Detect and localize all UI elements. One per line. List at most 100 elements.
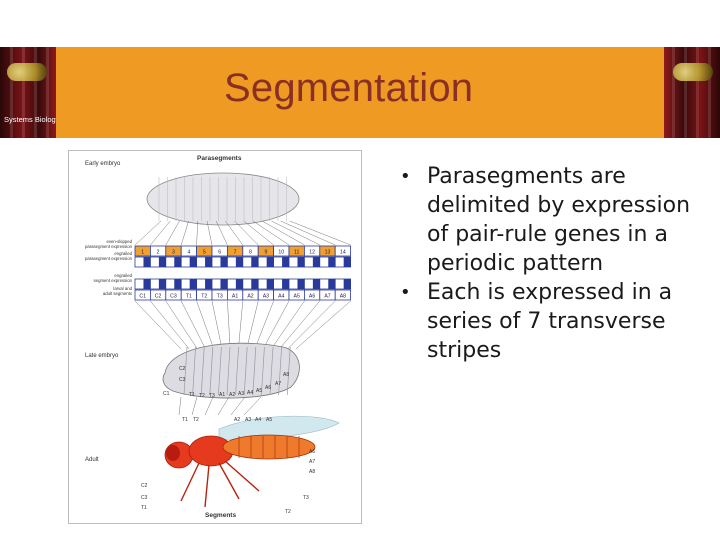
- row-cell-label: 7: [234, 250, 237, 256]
- row-cell-label: 6: [218, 250, 221, 256]
- mapping-line: [211, 300, 223, 350]
- row-label-line: adult segments: [103, 291, 132, 296]
- row-cell-label: A7: [324, 294, 330, 300]
- larva-segment-label: A8: [283, 372, 289, 378]
- row-cell-label: C1: [139, 294, 146, 300]
- adult-segment-label: A8: [309, 469, 315, 475]
- adult-segment-label: C3: [141, 495, 148, 501]
- mapping-line: [271, 300, 305, 350]
- engrailed-stripe: [297, 279, 305, 289]
- mapping-line: [178, 396, 182, 416]
- dna-logo-icon: [673, 63, 713, 81]
- row-cell-label: 14: [340, 250, 346, 256]
- mapping-line: [238, 300, 244, 350]
- row-cell-label: 5: [203, 250, 206, 256]
- mapping-line: [165, 220, 180, 246]
- engrailed-stripe: [220, 279, 228, 289]
- fly-abdomen: [222, 434, 316, 460]
- stage-label: Early embryo: [85, 161, 121, 167]
- larva-segment-line: [252, 346, 257, 396]
- row-cell-label: T3: [217, 294, 223, 300]
- engrailed-stripe: [282, 257, 289, 267]
- mapping-line: [150, 300, 190, 350]
- larva-segment-line: [200, 346, 205, 396]
- row-cell-label: 8: [249, 250, 252, 256]
- engrailed-stripe: [266, 257, 274, 267]
- engrailed-stripe: [189, 257, 197, 267]
- dna-logo-icon: [7, 63, 47, 81]
- row-cell-label: A5: [294, 294, 300, 300]
- title-banner: [0, 47, 720, 138]
- mapping-line: [246, 300, 259, 350]
- larva-segment-label: A6: [265, 385, 271, 391]
- mapping-line: [134, 300, 182, 350]
- larva-segment-label: A7: [275, 381, 281, 387]
- larva-segment-line: [261, 346, 265, 396]
- engrailed-stripe: [158, 279, 166, 289]
- bullet-item: • Each is expressed in a series of 7 tra…: [396, 278, 716, 365]
- mapping-line: [134, 220, 162, 246]
- row-cell-label: 9: [264, 250, 267, 256]
- fly-leg: [204, 464, 210, 508]
- adult-segment-label: T2: [193, 417, 199, 423]
- mapping-line: [225, 220, 243, 246]
- engrailed-stripe: [297, 257, 305, 267]
- larva-segment-line: [183, 346, 188, 396]
- adult-segment-label: A5: [266, 417, 272, 423]
- row-cell-label: C3: [170, 294, 177, 300]
- row-label-line: engrailed: [114, 251, 132, 256]
- larva-segment-label: A1: [219, 392, 225, 398]
- larva-segment-label: A4: [247, 390, 253, 396]
- row-cell-label: 11: [294, 250, 299, 256]
- larva-segment-label: C3: [179, 377, 186, 383]
- mapping-line: [227, 300, 231, 350]
- engrailed-stripe: [174, 279, 182, 289]
- engrailed-stripe: [328, 257, 336, 267]
- bullet-dot-icon: •: [400, 282, 411, 303]
- mapping-line: [215, 220, 228, 246]
- mapping-line: [287, 300, 336, 350]
- engrailed-stripe: [312, 279, 320, 289]
- mapping-line: [279, 300, 320, 350]
- mapping-line: [196, 300, 215, 350]
- bullet-text: Parasegments are delimited by expression…: [427, 164, 691, 276]
- bullet-item: • Parasegments are delimited by expressi…: [396, 162, 716, 278]
- mapping-line: [295, 300, 351, 350]
- adult-segment-label: T1: [141, 505, 147, 511]
- mapping-line: [191, 396, 198, 416]
- eve-cell: [334, 245, 352, 257]
- row-cell-label: 2: [157, 250, 160, 256]
- row-label-line: segment expression: [94, 278, 133, 283]
- larva-segment-line: [243, 346, 248, 396]
- larva-segment-line: [278, 346, 282, 396]
- fly-leg: [180, 462, 200, 502]
- larva-segment-line: [192, 346, 196, 396]
- engrailed-stripe: [143, 257, 151, 267]
- row-label-line: engrailed: [114, 273, 132, 278]
- mapping-line: [262, 300, 290, 350]
- fly-leg: [218, 462, 240, 500]
- larva-segment-label: T2: [199, 393, 205, 399]
- larva-segment-label: A5: [256, 388, 262, 394]
- row-cell-label: A2: [247, 294, 253, 300]
- late-embryo-shape: [162, 342, 300, 399]
- row-cell-label: A4: [278, 294, 284, 300]
- row-cell-label: 10: [278, 250, 284, 256]
- parasegments-header: Parasegments: [197, 155, 242, 162]
- logo-text: Systems Biology: [4, 115, 56, 124]
- engrailed-stripe: [174, 257, 182, 267]
- engrailed-stripe: [189, 279, 197, 289]
- bullet-list: • Parasegments are delimited by expressi…: [396, 162, 716, 365]
- mapping-line: [180, 300, 206, 350]
- adult-segment-label: A7: [309, 459, 315, 465]
- mapping-line: [262, 220, 305, 246]
- engrailed-stripe: [220, 257, 228, 267]
- engrailed-stripe: [158, 257, 166, 267]
- larva-segment-line: [209, 346, 214, 396]
- bullet-dot-icon: •: [400, 166, 411, 187]
- engrailed-stripe: [251, 257, 259, 267]
- row-cell-label: 3: [172, 250, 175, 256]
- engrailed-stripe: [312, 257, 320, 267]
